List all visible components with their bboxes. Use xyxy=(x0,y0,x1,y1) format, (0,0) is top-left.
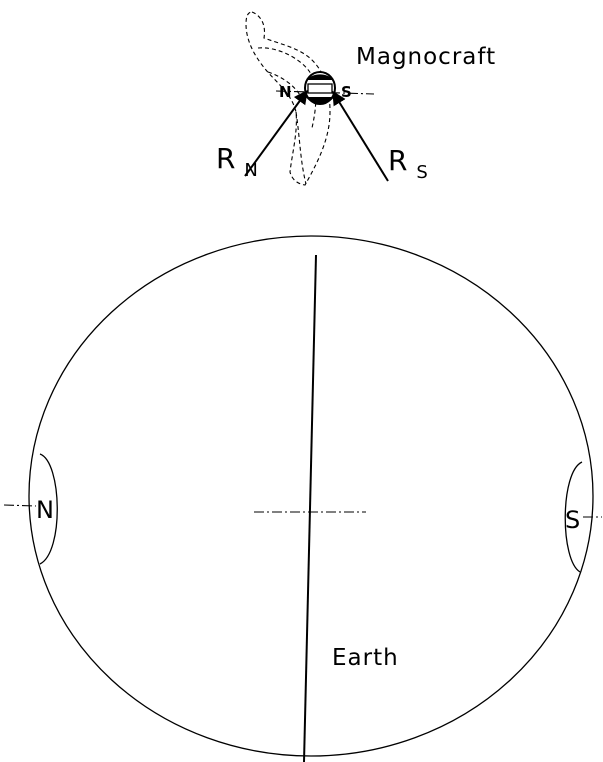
earth-pole-n-label: N xyxy=(36,496,54,524)
earth-axis xyxy=(304,255,316,762)
earth-label: Earth xyxy=(332,645,399,671)
force-label-s: R S xyxy=(388,144,428,183)
magnocraft-pole-s-label: S xyxy=(341,83,352,101)
magnocraft-group: N S Magnocraft R N R S xyxy=(216,12,496,185)
magnocraft-body xyxy=(305,72,335,104)
force-arrow-s xyxy=(333,92,388,181)
force-label-n-sub: N xyxy=(244,160,257,181)
force-label-n: R N xyxy=(216,142,258,181)
magnocraft-pole-n-label: N xyxy=(279,83,292,101)
earth-group: N S Earth xyxy=(4,236,602,762)
force-label-s-sub: S xyxy=(416,162,427,183)
magnocraft-field-line-3 xyxy=(296,112,306,184)
magnocraft-title: Magnocraft xyxy=(356,44,496,70)
force-label-n-main: R xyxy=(216,142,235,175)
force-label-s-main: R xyxy=(388,144,407,177)
earth-pole-n-axis xyxy=(4,505,36,506)
earth-pole-s-label: S xyxy=(565,506,580,534)
